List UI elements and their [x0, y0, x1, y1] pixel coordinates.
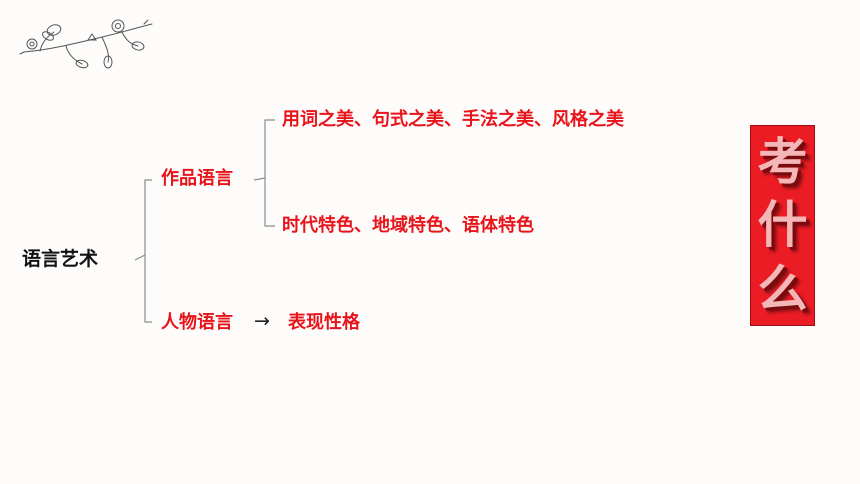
arrow-icon: → — [254, 310, 270, 332]
banner-char-1: 考 — [757, 131, 808, 191]
branch-work-language: 作品语言 — [161, 168, 233, 189]
banner-char-3: 么 — [757, 259, 808, 319]
leaf-style-features: 时代特色、地域特色、语体特色 — [282, 215, 534, 236]
branch-character-language: 人物语言 — [161, 312, 233, 333]
leaf-beauty-aspects: 用词之美、句式之美、手法之美、风格之美 — [282, 109, 624, 130]
root-node: 语言艺术 — [22, 248, 99, 270]
what-to-test-banner: 考 什 么 — [750, 125, 815, 326]
work-language-bracket — [253, 119, 275, 227]
banner-char-2: 什 — [757, 195, 808, 255]
flower-branch-icon — [19, 19, 153, 69]
root-bracket — [134, 179, 152, 323]
leaf-show-personality: 表现性格 — [288, 312, 360, 333]
